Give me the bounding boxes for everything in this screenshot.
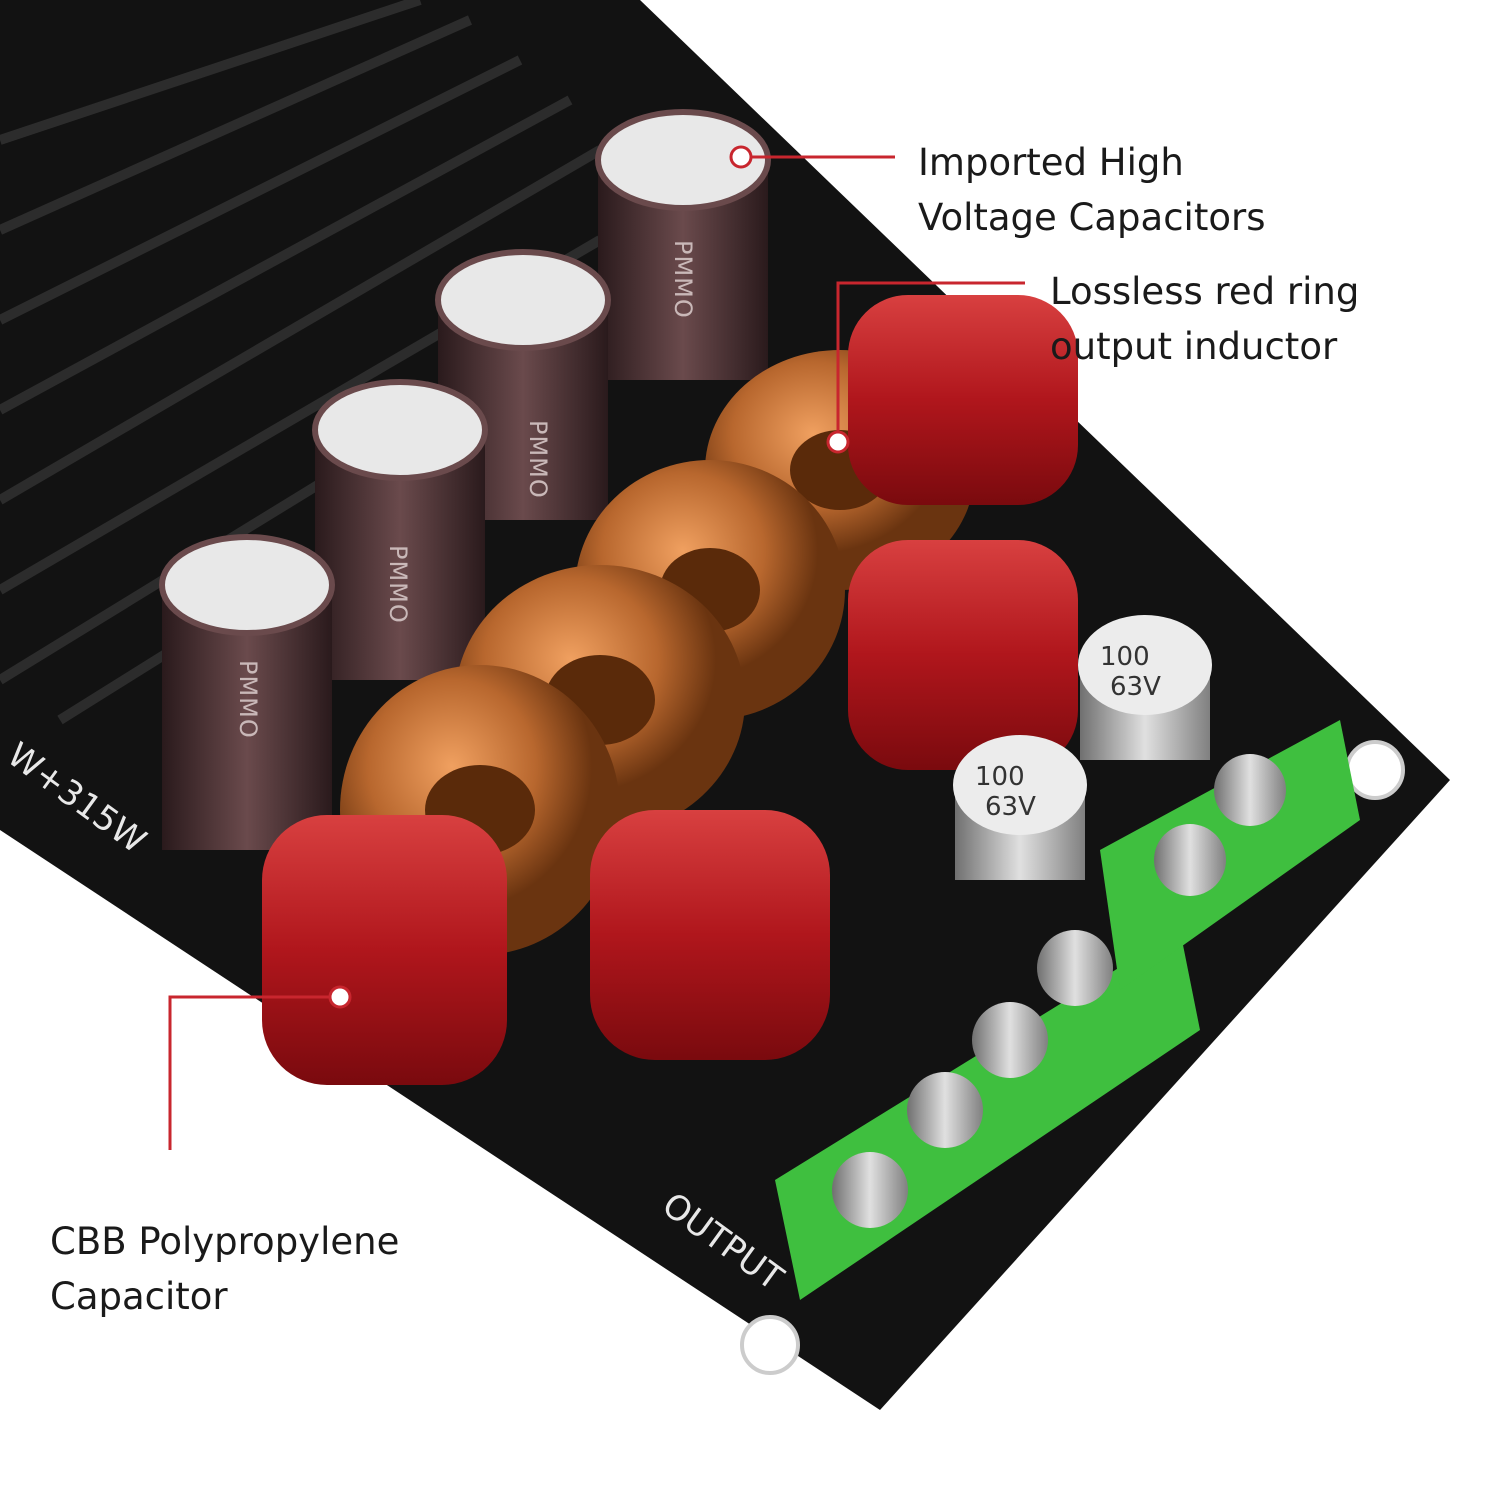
- smd-capacitor: 100 63V: [953, 735, 1087, 880]
- callout-cbb: [168, 985, 352, 1150]
- label-line: Imported High: [918, 141, 1184, 184]
- label-line: CBB Polypropylene: [50, 1220, 400, 1263]
- mounting-hole: [1345, 740, 1405, 800]
- capacitor-brand-marking: PMMO: [234, 660, 262, 739]
- electrolytic-capacitor: PMMO: [159, 534, 335, 850]
- cbb-capacitors: [262, 295, 1078, 1085]
- label-cbb-capacitor: CBB Polypropylene Capacitor: [50, 1214, 399, 1324]
- smd-cap-value: 100: [975, 762, 1025, 792]
- label-line: output inductor: [1050, 325, 1338, 368]
- smd-cap-voltage: 63V: [1110, 672, 1161, 702]
- mounting-hole: [740, 1315, 800, 1375]
- electrolytic-capacitor: PMMO: [312, 379, 488, 680]
- smd-capacitor: 100 63V: [1078, 615, 1212, 760]
- terminal-block-output: [775, 930, 1200, 1300]
- capacitor-brand-marking: PMMO: [524, 420, 552, 499]
- capacitor-brand-marking: PMMO: [384, 545, 412, 624]
- label-line: Voltage Capacitors: [918, 196, 1266, 239]
- label-high-voltage-capacitors: Imported High Voltage Capacitors: [918, 135, 1265, 245]
- callout-capacitors: [729, 145, 895, 169]
- label-output-inductor: Lossless red ring output inductor: [1050, 264, 1359, 374]
- label-line: Capacitor: [50, 1275, 228, 1318]
- electrolytic-capacitors: PMMO PMMO PMMO PMMO: [159, 109, 771, 850]
- electrolytic-capacitor: PMMO: [595, 109, 771, 380]
- callout-inductor: [826, 281, 1025, 454]
- smd-cap-value: 100: [1100, 642, 1150, 672]
- terminal-block-power: [1100, 720, 1360, 990]
- label-line: Lossless red ring: [1050, 270, 1360, 313]
- capacitor-brand-marking: PMMO: [669, 240, 697, 319]
- smd-cap-voltage: 63V: [985, 792, 1036, 822]
